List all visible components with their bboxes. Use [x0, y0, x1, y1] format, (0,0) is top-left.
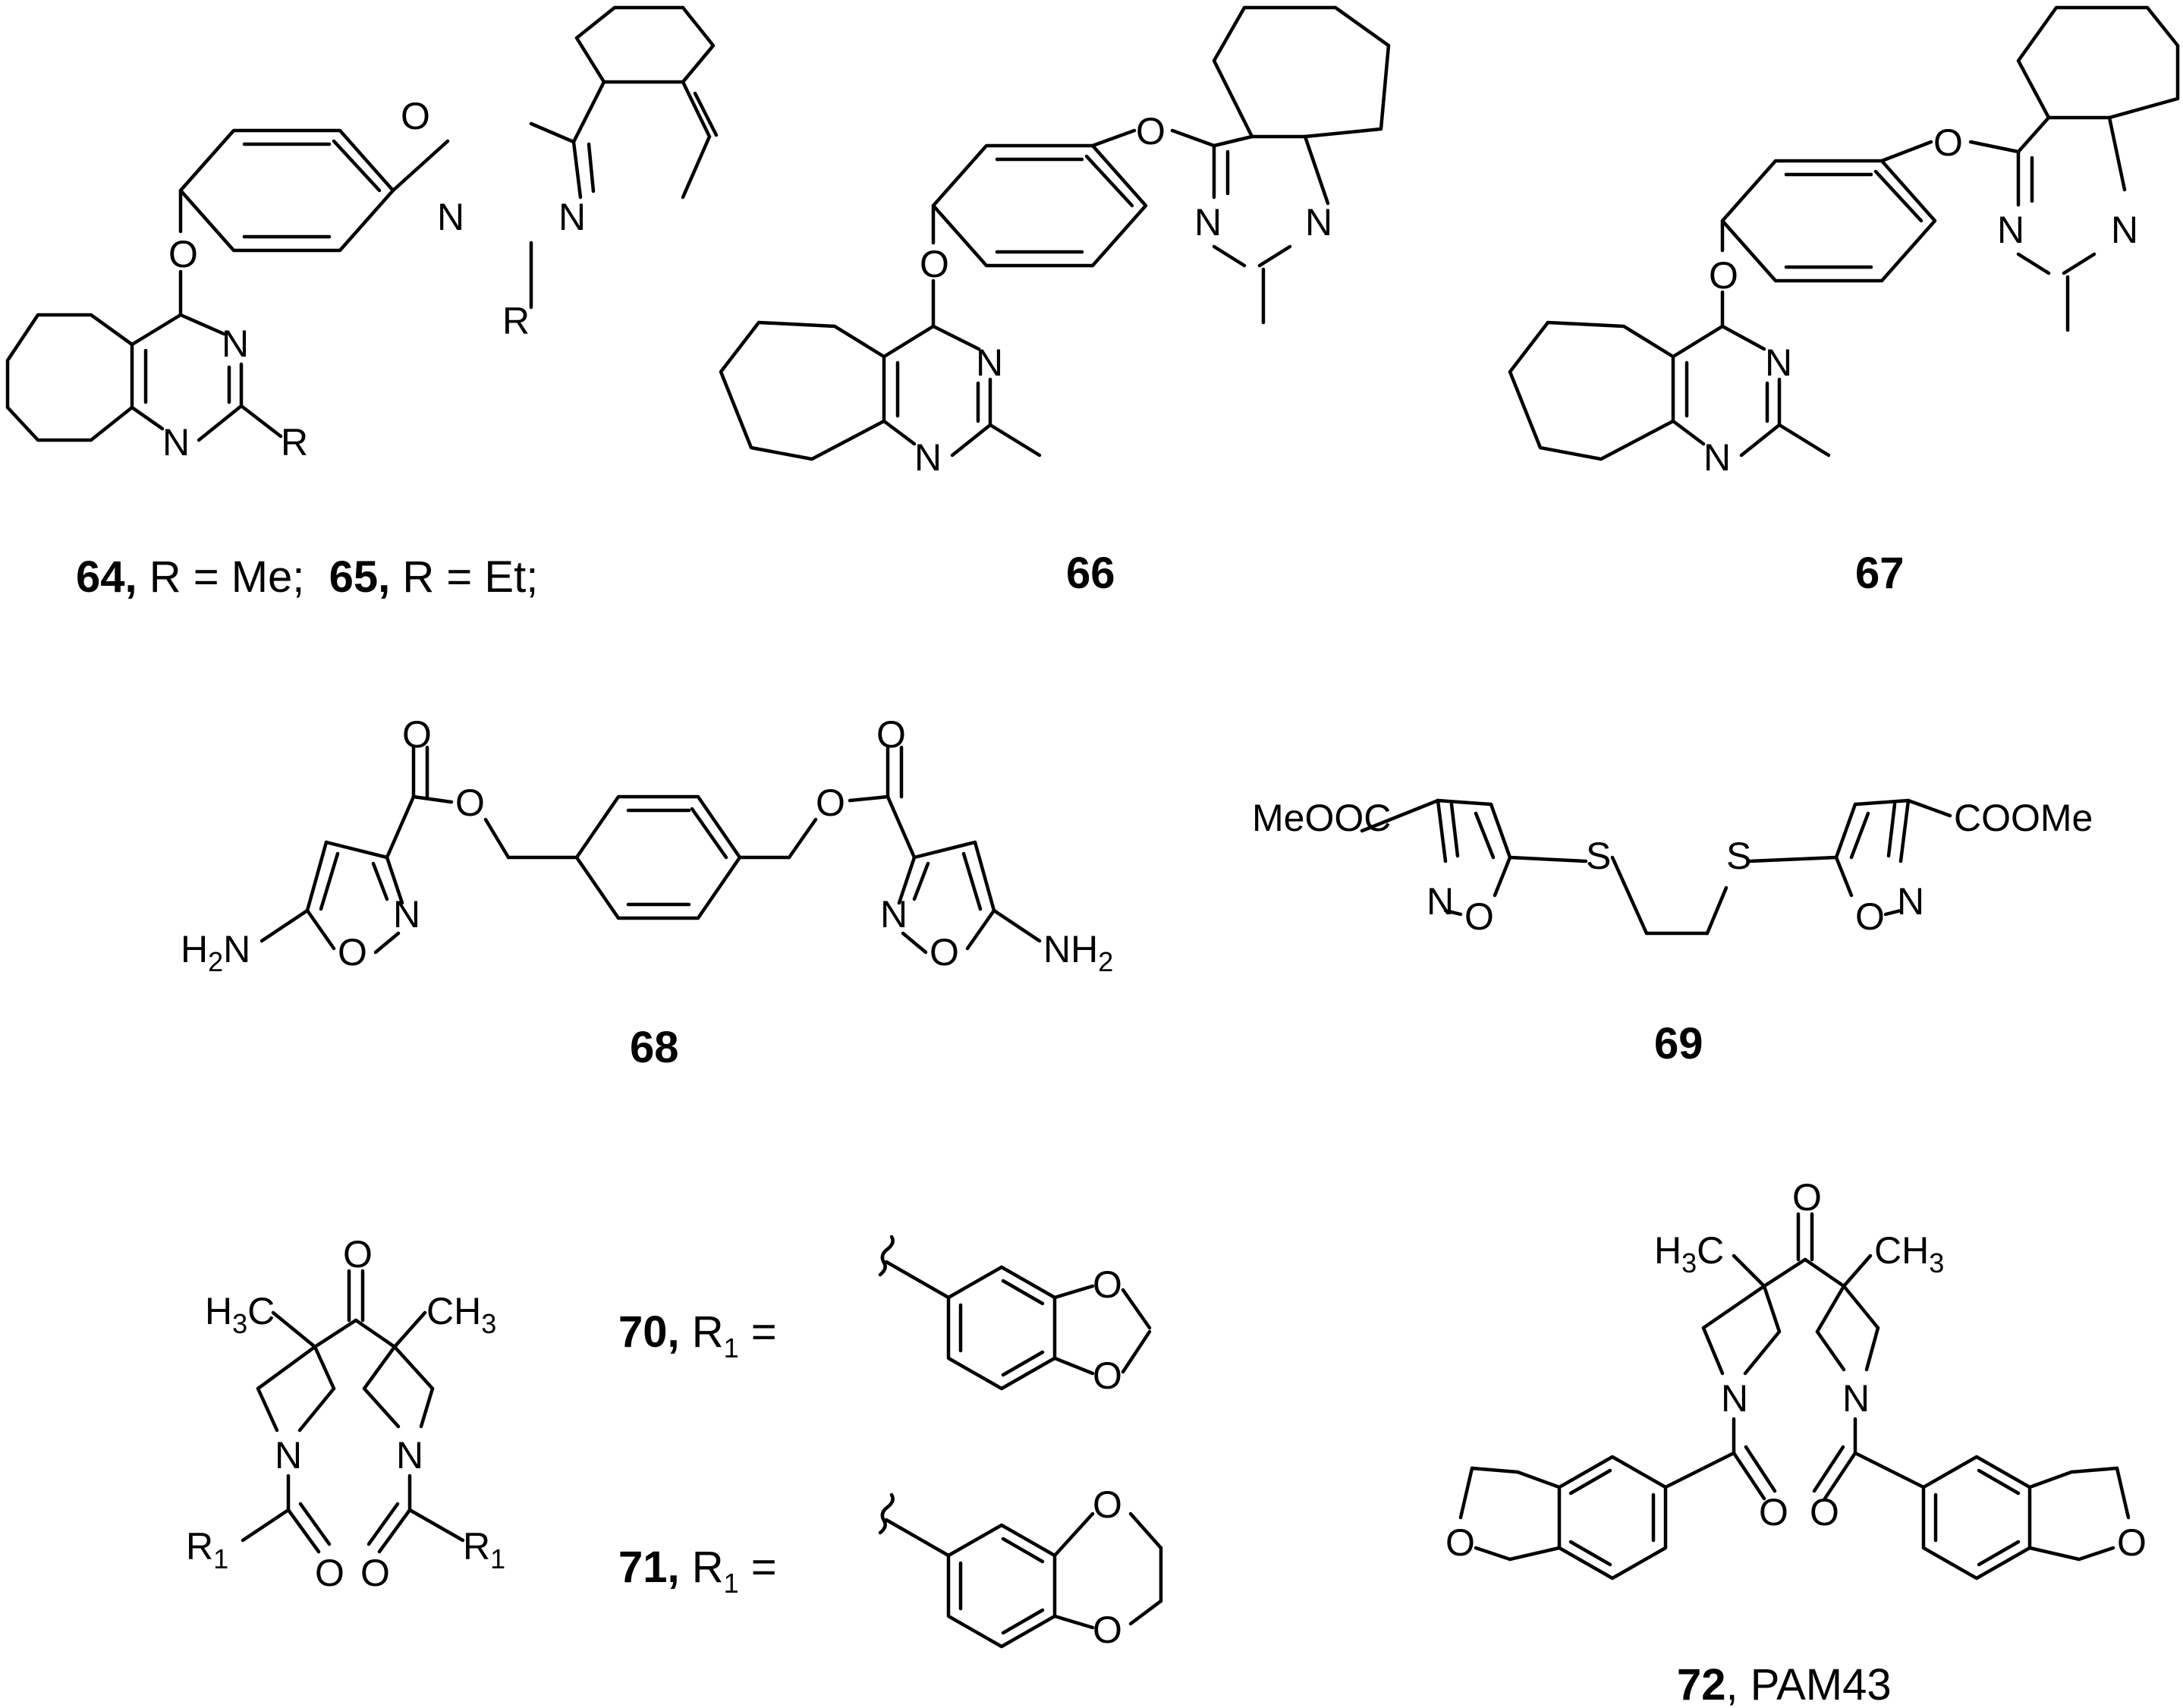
atom-O: O: [1933, 121, 1963, 164]
label-COOMe: COOMe: [1954, 797, 2093, 839]
caption-69: 69: [1654, 1019, 1703, 1068]
label-NH2: NH2: [1043, 928, 1113, 977]
compound-64-65: O N N R O N N R: [5, 5, 719, 464]
atom-S: S: [1586, 835, 1611, 877]
caption-72: 72, PAM43: [1677, 1660, 1892, 1708]
atom-O: O: [1136, 110, 1165, 153]
label-H3C: H3C: [205, 1290, 275, 1339]
label-R1: R1: [463, 1525, 505, 1574]
atom-O: O: [1093, 1263, 1122, 1306]
atom-O: O: [876, 713, 906, 756]
atom-O: O: [343, 1233, 373, 1275]
atom-O: O: [338, 931, 367, 974]
caption-67: 67: [1855, 549, 1905, 598]
compound-72: O H3C CH3 N N O O O O: [1445, 1176, 2147, 1581]
label-H2N: H2N: [181, 928, 250, 977]
compound-68: O O N O O O N O H2N NH2: [181, 713, 1113, 977]
substituent-71-benzodioxane: O O: [878, 1483, 1163, 1651]
atom-N: N: [393, 893, 420, 936]
atom-O: O: [402, 713, 432, 756]
label-H3C: H3C: [1654, 1229, 1724, 1279]
atom-N: N: [1703, 436, 1731, 479]
caption-66: 66: [1066, 549, 1115, 598]
atom-O: O: [401, 95, 430, 137]
atom-N: N: [1765, 341, 1792, 384]
atom-O: O: [920, 243, 949, 285]
atom-N: N: [162, 421, 190, 464]
atom-O: O: [816, 782, 845, 824]
atom-O: O: [315, 1552, 344, 1594]
caption-64-65: 64, R = Me; 65, R = Et;: [76, 552, 538, 602]
atom-N: N: [396, 1434, 423, 1477]
atom-N: N: [222, 322, 249, 365]
atom-N: N: [1842, 1377, 1870, 1420]
substituent-70-benzodioxole: O O: [878, 1235, 1152, 1397]
atom-O: O: [2117, 1521, 2147, 1564]
atom-O: O: [1093, 1483, 1122, 1526]
atom-O: O: [360, 1552, 390, 1594]
atom-N: N: [1721, 1377, 1748, 1420]
atom-O: O: [168, 233, 198, 275]
atom-N: N: [1426, 880, 1454, 923]
atom-N: N: [558, 196, 586, 238]
atom-O: O: [1445, 1521, 1475, 1564]
atom-O: O: [930, 931, 959, 974]
atom-O: O: [1093, 1354, 1122, 1397]
atom-R: R: [502, 300, 530, 342]
atom-N: N: [2111, 209, 2138, 251]
atom-O: O: [1709, 254, 1738, 297]
atom-O: O: [1093, 1609, 1122, 1651]
atom-N: N: [976, 341, 1003, 384]
atom-O: O: [1792, 1176, 1822, 1219]
atom-O: O: [1464, 895, 1494, 938]
atom-N: N: [1194, 201, 1222, 244]
atom-S: S: [1726, 835, 1751, 877]
compound-67: O N N O N N: [1508, 5, 2180, 479]
atom-O: O: [1855, 895, 1885, 938]
atom-O: O: [1810, 1491, 1839, 1533]
compound-66: O N N O N N: [719, 5, 1391, 479]
atom-N: N: [880, 893, 907, 936]
atom-O: O: [455, 782, 485, 824]
atom-N: N: [437, 196, 464, 238]
atom-R: R: [281, 421, 308, 464]
atom-N: N: [1897, 880, 1924, 923]
atom-N: N: [275, 1434, 302, 1477]
caption-68: 68: [630, 1023, 679, 1072]
label-R1: R1: [186, 1525, 228, 1574]
label-CH3: CH3: [1874, 1229, 1944, 1279]
caption-71: 71, R1 =: [618, 1543, 777, 1599]
compound-69: MeOOC N O S S O N COOMe: [1252, 797, 2093, 938]
label-MeOOC: MeOOC: [1252, 797, 1391, 839]
compound-70-71-scaffold: O H3C CH3 N N R1 O O R1: [186, 1233, 505, 1594]
atom-N: N: [914, 436, 942, 479]
label-CH3: CH3: [426, 1290, 496, 1339]
atom-O: O: [1759, 1491, 1788, 1533]
atom-N: N: [1305, 201, 1332, 244]
atom-N: N: [1997, 209, 2024, 251]
caption-70: 70, R1 =: [618, 1307, 777, 1364]
